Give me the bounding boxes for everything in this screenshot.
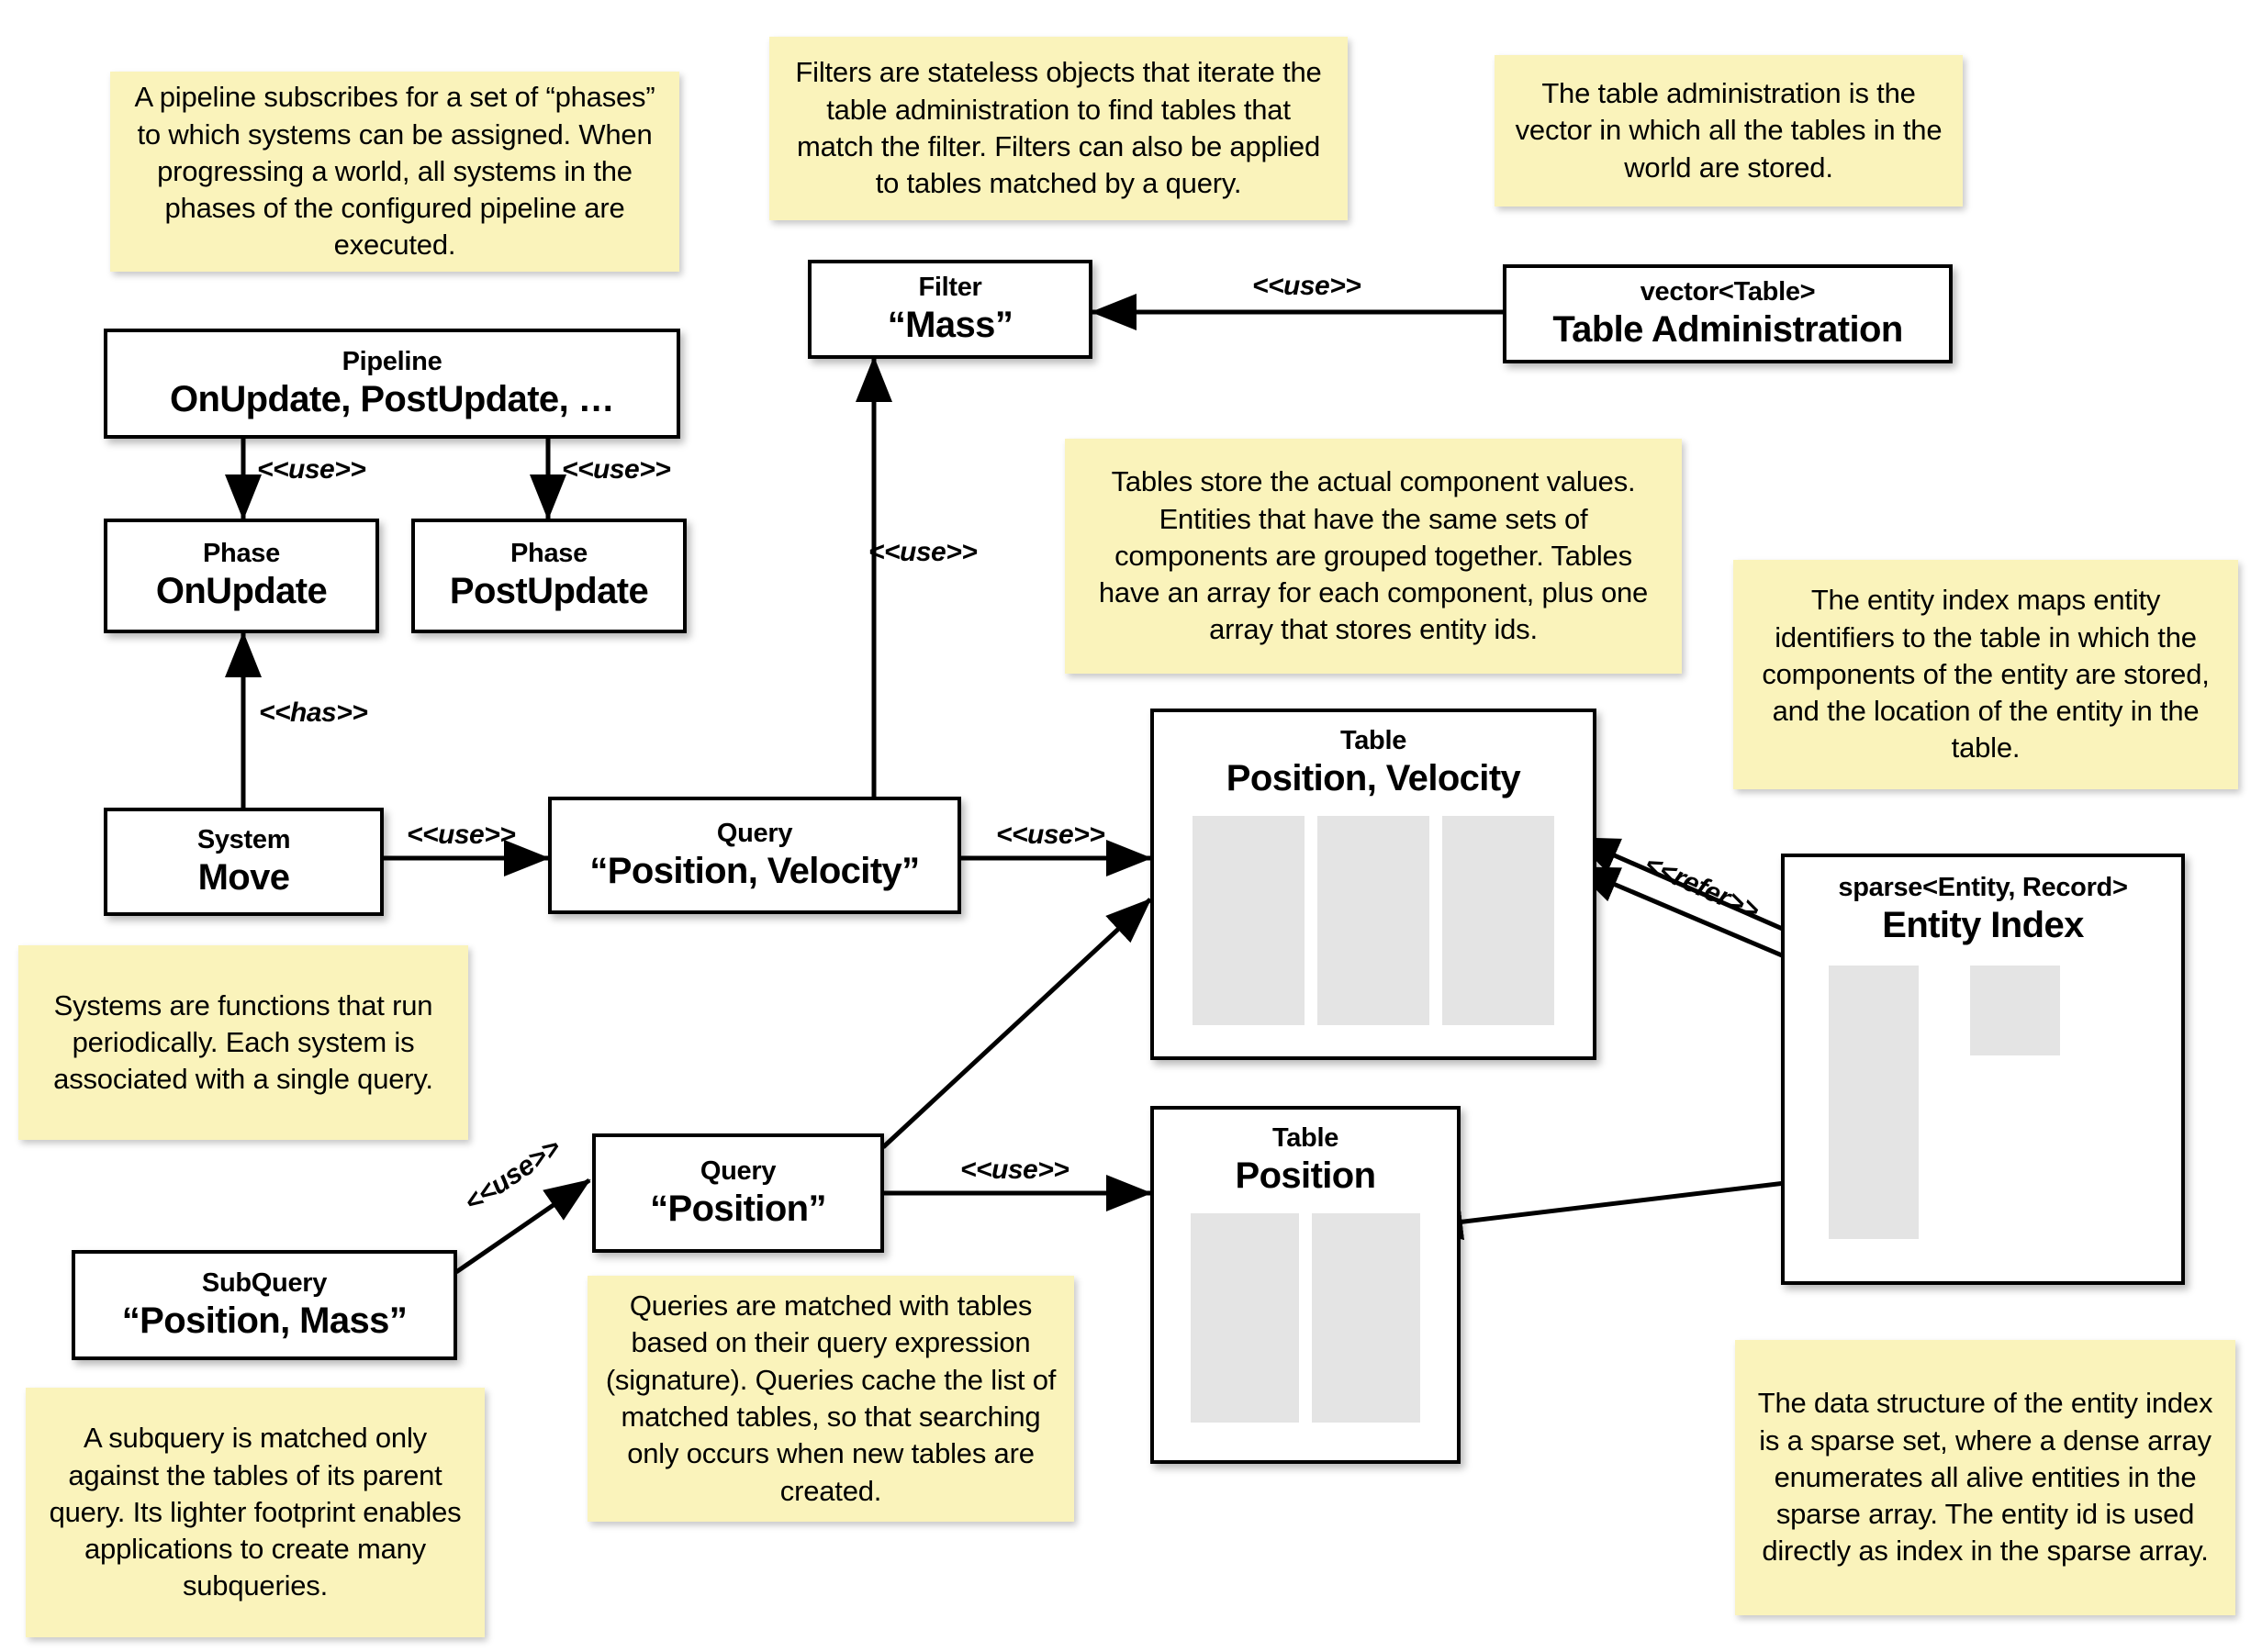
note-subquery-text: A subquery is matched only against the t… — [49, 1422, 462, 1602]
edge-label-query-to-filter: <<use>> — [868, 537, 978, 567]
box-filter-mass-title: “Mass” — [887, 304, 1013, 345]
edge-label-subquery-to-querypos: <<use>> — [459, 1132, 566, 1219]
box-entity-index[interactable]: sparse<Entity, Record> Entity Index — [1781, 854, 2185, 1285]
edge-entityindex-to-table-pos — [1417, 1177, 1817, 1241]
note-query: Queries are matched with tables based on… — [588, 1276, 1074, 1522]
note-system: Systems are functions that run periodica… — [18, 945, 468, 1140]
table-column-array — [1442, 815, 1554, 1025]
box-table-position-title: Position — [1235, 1155, 1377, 1196]
box-system-move[interactable]: System Move — [104, 808, 384, 916]
table-column-array — [1312, 1212, 1420, 1423]
note-filter: Filters are stateless objects that itera… — [769, 37, 1348, 220]
box-table-position-velocity-stereotype: Table — [1339, 726, 1407, 755]
entity-index-sparse-array — [1829, 966, 1919, 1239]
note-table-admin: The table administration is the vector i… — [1495, 55, 1963, 206]
box-table-administration-stereotype: vector<Table> — [1640, 276, 1816, 307]
box-query-position-velocity-stereotype: Query — [716, 818, 793, 848]
box-entity-index-stereotype: sparse<Entity, Record> — [1838, 873, 2128, 902]
note-table-admin-text: The table administration is the vector i… — [1515, 77, 1943, 184]
box-table-position[interactable]: Table Position — [1150, 1106, 1461, 1464]
note-sparse-set-text: The data structure of the entity index i… — [1757, 1387, 2213, 1568]
box-pipeline-title: OnUpdate, PostUpdate, … — [169, 378, 615, 419]
note-filter-text: Filters are stateless objects that itera… — [795, 56, 1322, 200]
table-position-columns — [1154, 1212, 1457, 1423]
box-table-position-velocity[interactable]: Table Position, Velocity — [1150, 709, 1596, 1060]
note-subquery: A subquery is matched only against the t… — [26, 1388, 485, 1637]
edge-label-query-pos-to-table: <<use>> — [960, 1155, 1069, 1185]
box-query-position-velocity-title: “Position, Velocity” — [589, 850, 920, 891]
note-system-text: Systems are functions that run periodica… — [53, 988, 433, 1096]
box-table-administration-title: Table Administration — [1552, 308, 1903, 350]
table-position-velocity-columns — [1154, 815, 1593, 1025]
box-phase-onupdate-stereotype: Phase — [203, 539, 280, 569]
box-phase-onupdate-title: OnUpdate — [155, 571, 328, 612]
box-query-position-stereotype: Query — [700, 1155, 777, 1186]
edge-label-pipeline-to-onupdate: <<use>> — [257, 454, 366, 485]
box-system-move-title: Move — [197, 856, 290, 898]
box-pipeline-stereotype: Pipeline — [342, 346, 442, 376]
note-query-text: Queries are matched with tables based on… — [605, 1289, 1057, 1507]
edge-label-entityindex-refer: <<refer>> — [1640, 849, 1764, 926]
box-phase-postupdate-stereotype: Phase — [510, 539, 588, 569]
edge-label-pipeline-to-postupdate: <<use>> — [562, 454, 671, 485]
note-pipeline-text: A pipeline subscribes for a set of “phas… — [134, 81, 655, 262]
box-query-position-velocity[interactable]: Query “Position, Velocity” — [548, 797, 961, 914]
note-pipeline: A pipeline subscribes for a set of “phas… — [110, 72, 679, 272]
edge-label-query-posvel-to-table: <<use>> — [996, 820, 1105, 850]
box-phase-postupdate-title: PostUpdate — [449, 571, 649, 612]
note-table: Tables store the actual component values… — [1065, 439, 1682, 674]
box-entity-index-title: Entity Index — [1882, 904, 2084, 945]
edge-querypos-to-table-posvel — [881, 898, 1152, 1149]
table-column-array — [1191, 1212, 1299, 1423]
box-table-administration[interactable]: vector<Table> Table Administration — [1503, 264, 1953, 363]
box-phase-onupdate[interactable]: Phase OnUpdate — [104, 519, 379, 633]
edge-label-system-to-onupdate: <<has>> — [259, 698, 368, 728]
box-subquery-title: “Position, Mass” — [121, 1300, 408, 1341]
note-entity-index: The entity index maps entity identifiers… — [1733, 560, 2238, 789]
note-table-text: Tables store the actual component values… — [1098, 465, 1649, 646]
edge-label-tableadmin-to-filter: <<use>> — [1252, 271, 1361, 301]
box-query-position[interactable]: Query “Position” — [592, 1133, 884, 1253]
note-entity-index-text: The entity index maps entity identifiers… — [1762, 584, 2210, 765]
box-subquery[interactable]: SubQuery “Position, Mass” — [72, 1250, 457, 1360]
note-sparse-set: The data structure of the entity index i… — [1735, 1340, 2235, 1615]
entity-index-dense-array — [1970, 966, 2060, 1055]
box-subquery-stereotype: SubQuery — [201, 1267, 328, 1298]
table-column-array — [1317, 815, 1429, 1025]
box-filter-mass-stereotype: Filter — [918, 272, 982, 302]
edge-label-system-to-query: <<use>> — [407, 820, 516, 850]
table-column-array — [1193, 815, 1305, 1025]
box-filter-mass[interactable]: Filter “Mass” — [808, 260, 1092, 359]
box-pipeline[interactable]: Pipeline OnUpdate, PostUpdate, … — [104, 329, 680, 439]
box-query-position-title: “Position” — [650, 1188, 826, 1229]
box-phase-postupdate[interactable]: Phase PostUpdate — [411, 519, 687, 633]
box-system-move-stereotype: System — [196, 824, 291, 854]
box-table-position-stereotype: Table — [1271, 1123, 1339, 1153]
box-table-position-velocity-title: Position, Velocity — [1226, 757, 1521, 798]
